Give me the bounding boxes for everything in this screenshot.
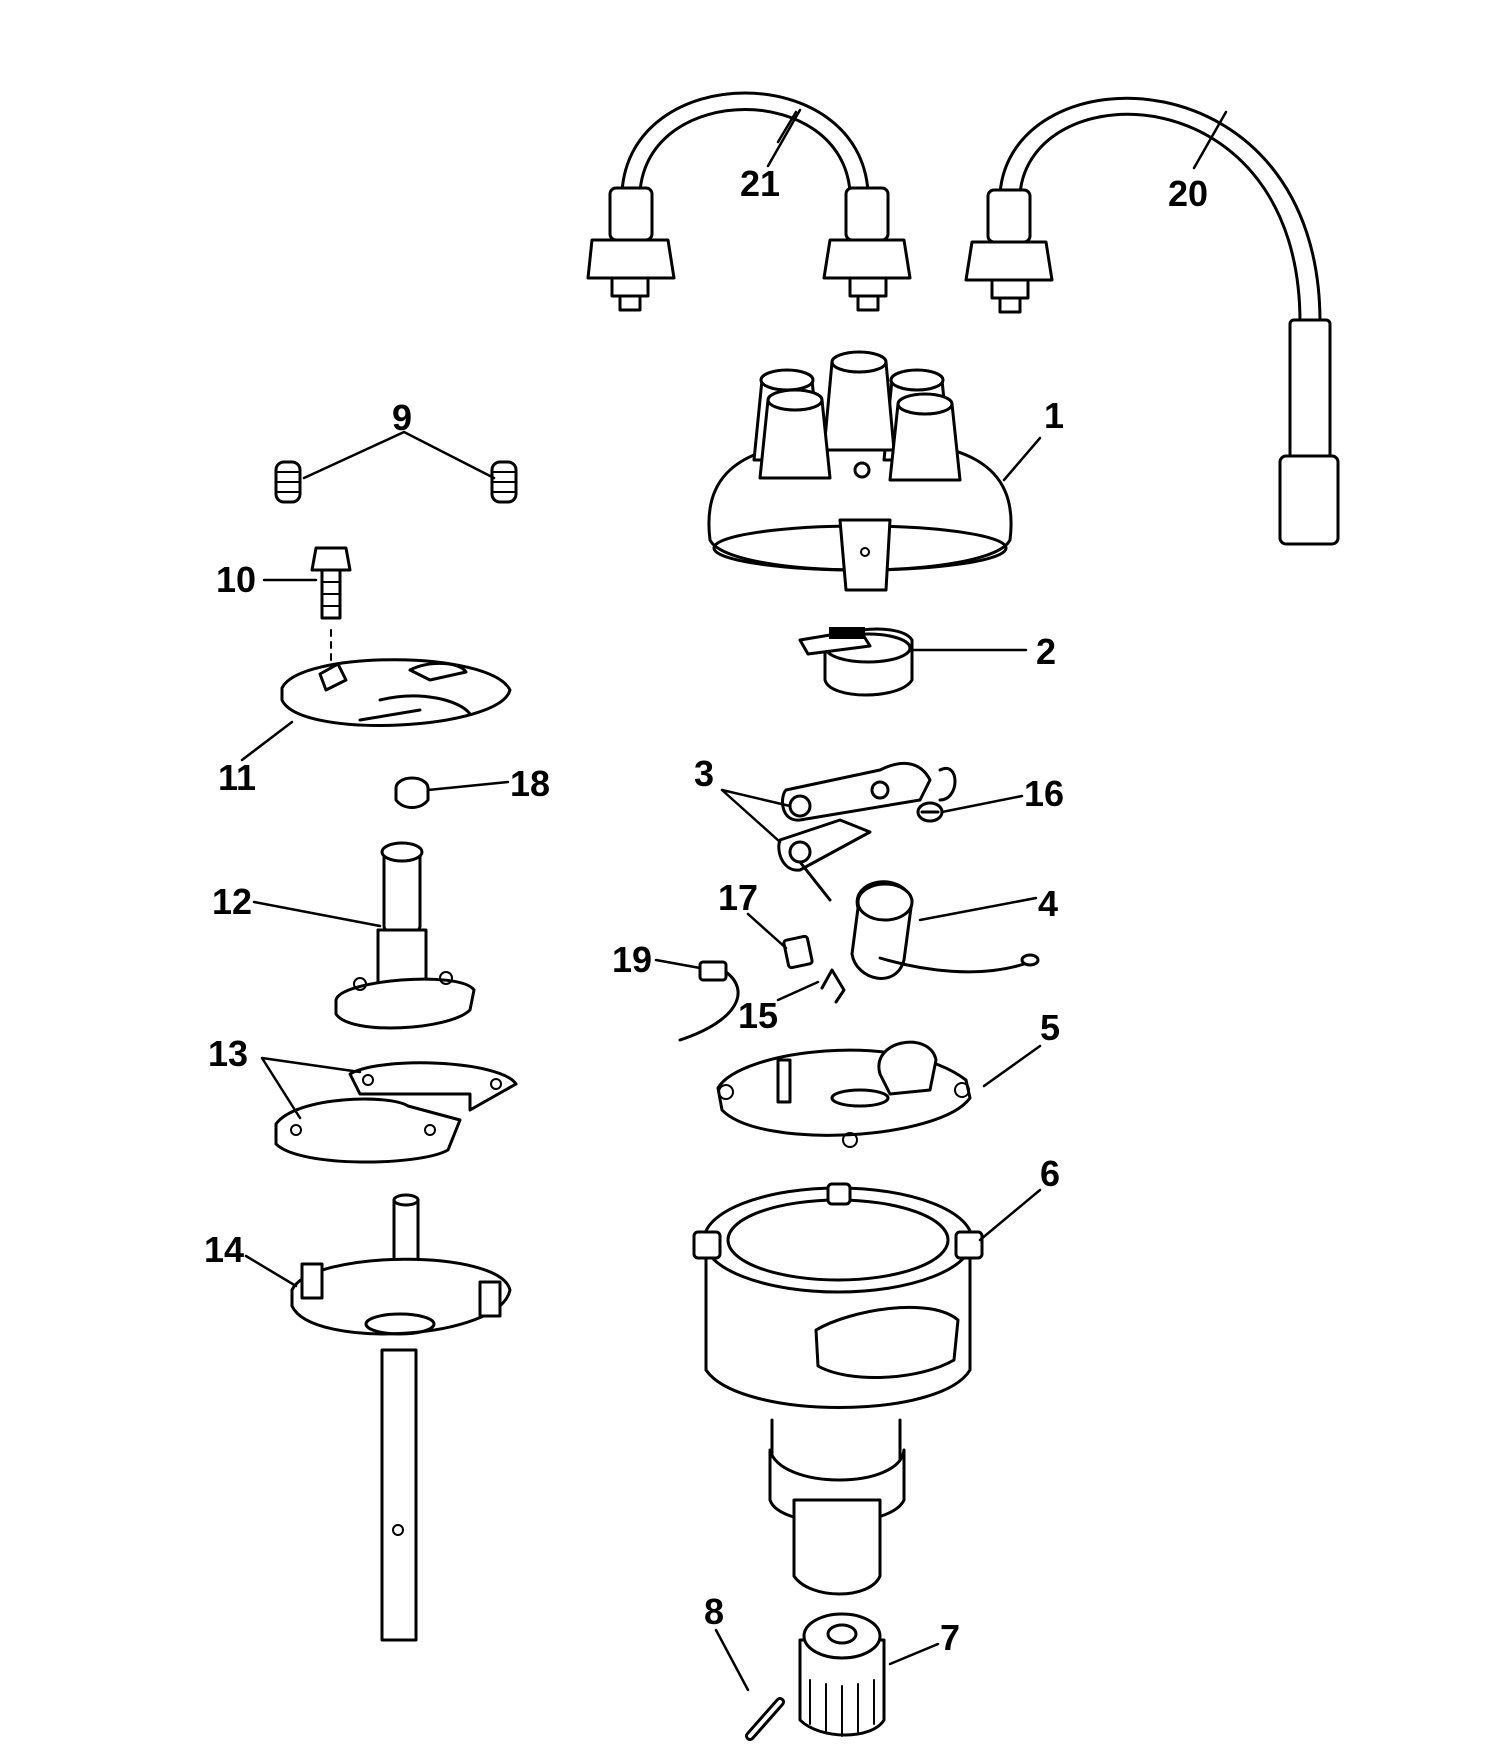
leader-17 (746, 912, 788, 950)
part-9-springs (274, 460, 518, 504)
part-2-rotor (798, 627, 914, 697)
callout-11: 11 (218, 757, 256, 798)
part-12-cam (334, 841, 476, 1030)
part-15-clip (820, 968, 846, 1004)
leader-16 (940, 794, 1024, 814)
callout-21: 21 (740, 163, 780, 204)
leader-20 (1192, 110, 1228, 170)
part-14-shaft (290, 1193, 512, 1642)
callout-13: 13 (208, 1033, 248, 1074)
part-18-bushing (394, 776, 430, 809)
leader-4 (918, 896, 1038, 922)
leader-19 (654, 958, 702, 970)
part-13-advance-weights (274, 1061, 518, 1164)
part-11-weight-plate (280, 658, 512, 727)
leader-21 (766, 108, 802, 168)
leader-5 (982, 1044, 1042, 1088)
leader-14 (244, 1254, 298, 1288)
part-8-roll-pin (745, 1697, 785, 1741)
callout-14: 14 (204, 1229, 244, 1270)
leader-6 (978, 1188, 1042, 1242)
callout-1: 1 (1044, 395, 1064, 436)
callout-6: 6 (1040, 1153, 1060, 1194)
part-20-coil-wire (964, 96, 1340, 546)
part-21-spark-plug-wire (586, 91, 912, 312)
leader-3 (720, 788, 792, 844)
part-1-distributor-cap (707, 350, 1013, 592)
part-10-bolt (310, 546, 352, 661)
callout-leader-lines (240, 108, 1228, 1692)
callout-8: 8 (704, 1591, 724, 1632)
callout-labels: 1 2 3 4 5 6 7 8 9 10 11 12 13 14 15 16 1… (204, 163, 1208, 1658)
leader-1 (1002, 436, 1042, 482)
callout-9: 9 (392, 397, 412, 438)
callout-3: 3 (694, 753, 714, 794)
part-6-distributor-housing (692, 1182, 984, 1596)
callout-10: 10 (216, 559, 256, 600)
part-3-breaker-points (777, 761, 957, 902)
callout-19: 19 (612, 939, 652, 980)
leader-7 (888, 1642, 940, 1666)
part-4-condenser (850, 880, 1040, 980)
leader-18 (426, 780, 510, 792)
callout-18: 18 (510, 763, 550, 804)
callout-17: 17 (718, 877, 758, 918)
part-17-wick (782, 934, 814, 970)
callout-7: 7 (940, 1617, 960, 1658)
callout-4: 4 (1038, 883, 1058, 924)
part-16-screw (916, 801, 944, 823)
callout-2: 2 (1036, 631, 1056, 672)
callout-20: 20 (1168, 173, 1208, 214)
callout-5: 5 (1040, 1007, 1060, 1048)
leader-15 (776, 980, 820, 1002)
part-7-drive-gear (798, 1612, 886, 1737)
leader-13 (260, 1056, 362, 1120)
leader-11 (240, 720, 294, 762)
leader-12 (252, 900, 382, 928)
callout-15: 15 (738, 995, 778, 1036)
callout-12: 12 (212, 881, 252, 922)
part-5-breaker-plate (716, 1040, 972, 1148)
part-19-primary-lead (678, 960, 740, 1042)
callout-16: 16 (1024, 773, 1064, 814)
leader-8 (714, 1628, 750, 1692)
leader-9 (302, 430, 496, 480)
